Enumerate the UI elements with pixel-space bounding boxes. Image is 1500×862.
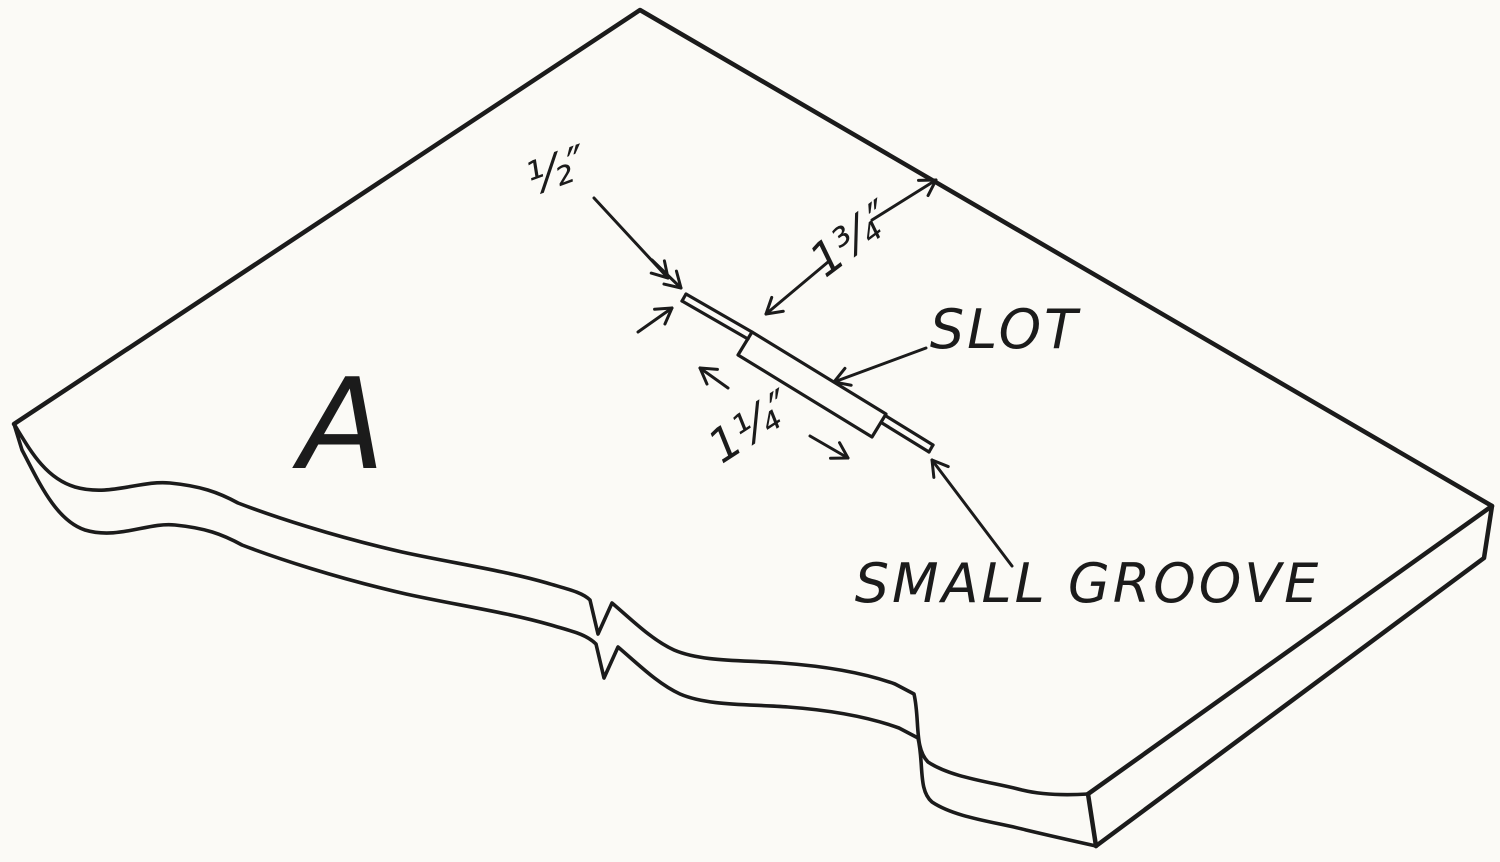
groove-width-dimension-label: ½″ — [519, 134, 596, 206]
broken-edge-hatching — [12, 422, 1098, 848]
edge-to-slot-arrow-at-edge — [870, 178, 938, 222]
groove-right-bottom-line — [880, 421, 931, 454]
groove-right-end-cap — [927, 443, 935, 454]
board-thickness-edge — [1093, 503, 1495, 849]
slot-callout-arrow — [832, 346, 928, 387]
broken-edge-band — [12, 422, 1098, 848]
groove-left-top-line — [684, 292, 754, 334]
slot-length-dimension-label: 1¼″ — [698, 379, 804, 474]
edge-to-slot-arrow-at-slot — [764, 260, 830, 316]
diagram-lettering: A ½″ 1¾″ SLOT 1¼″ SMALL GROOVE — [292, 134, 1322, 615]
part-label: A — [292, 351, 385, 498]
slot-label: SLOT — [930, 298, 1081, 361]
groove-left-end-cap — [680, 292, 688, 303]
slot-length-arrow-right — [808, 434, 850, 460]
small-groove-callout-arrow — [930, 458, 1014, 568]
slot-length-arrow-left — [698, 366, 730, 390]
groove-left-bottom-line — [680, 299, 750, 341]
half-inch-width-tick-upper — [650, 258, 683, 290]
board-top-surface-edge — [11, 7, 1495, 797]
groove-right-top-line — [884, 414, 935, 447]
dimension-leaders — [592, 178, 1014, 568]
small-groove-label: SMALL GROOVE — [855, 552, 1322, 615]
half-inch-width-tick-lower — [636, 306, 674, 334]
